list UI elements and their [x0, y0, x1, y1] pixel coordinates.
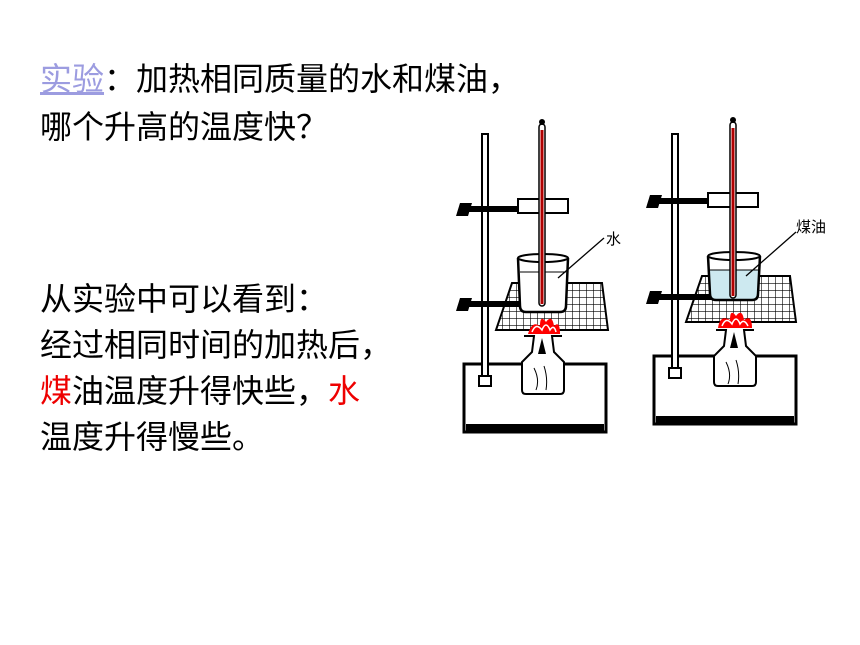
observation-line-3: 煤油温度升得快些，水 [40, 368, 360, 414]
observation-line-2: 经过相同时间的加热后， [40, 326, 393, 364]
flame [718, 312, 752, 328]
water-label: 水 [606, 230, 621, 248]
kerosene-apparatus: 煤油 [646, 117, 826, 426]
water-apparatus: 水 [456, 119, 621, 434]
beaker-kerosene [706, 255, 762, 302]
experiment-link[interactable]: 实验 [40, 60, 105, 98]
kerosene-label: 煤油 [796, 218, 826, 236]
question-line-2: 哪个升高的温度快？ [40, 108, 329, 146]
observation-line-1: 从实验中可以看到： [40, 280, 329, 318]
question-text: ：加热相同质量的水和煤油， [104, 60, 521, 98]
stand-rod [481, 133, 489, 383]
observation-line-3-mid: 油温度升得快些， [72, 372, 329, 410]
alcohol-lamp [521, 335, 565, 395]
stand-rod [671, 133, 679, 375]
alcohol-lamp [713, 329, 757, 387]
observation-line-4: 温度升得慢些。 [40, 418, 265, 456]
experiment-apparatus-figure: 水 [456, 117, 826, 434]
water-highlight: 水 [328, 372, 361, 410]
question-line-1: 实验：加热相同质量的水和煤油， [40, 56, 520, 102]
kerosene-highlight: 煤 [40, 372, 73, 410]
